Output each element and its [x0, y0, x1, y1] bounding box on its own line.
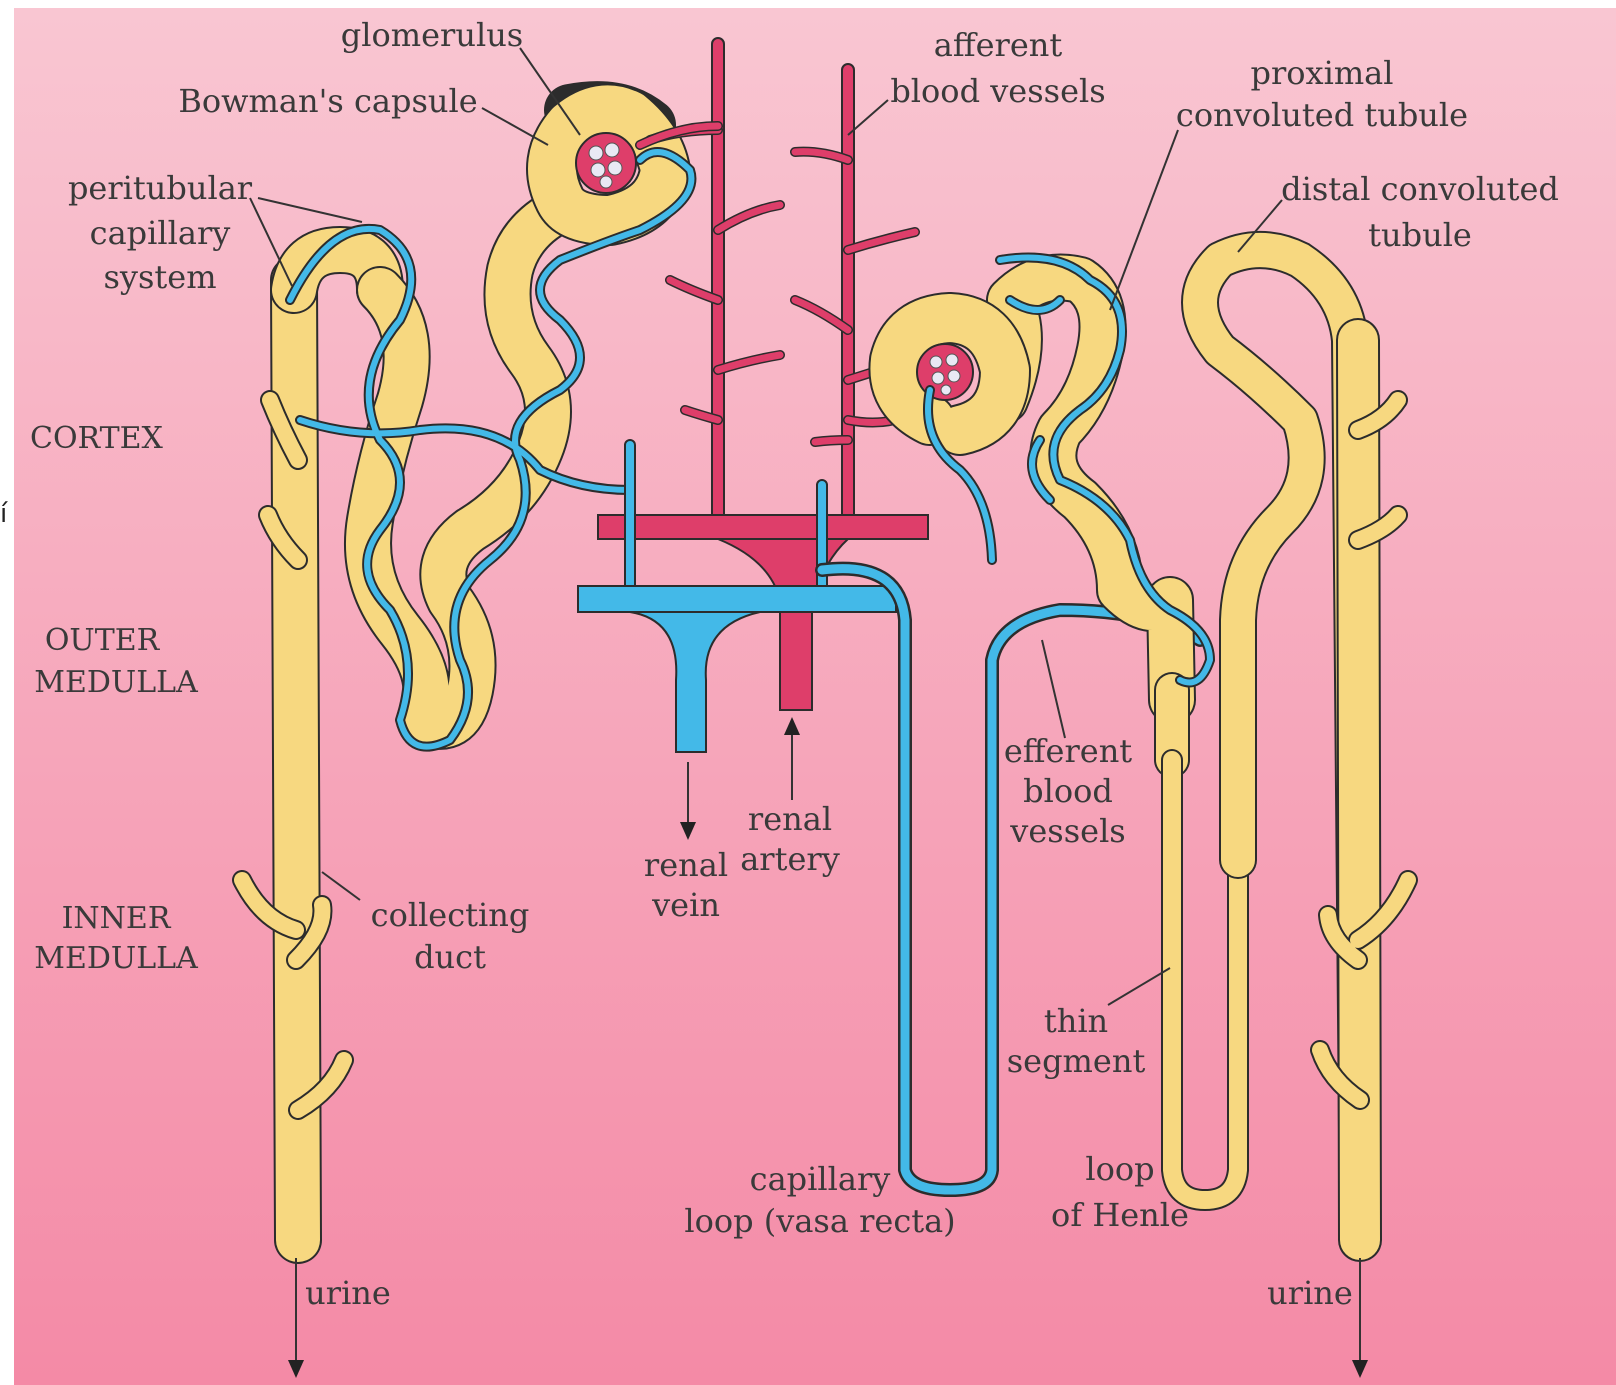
zone-inner-medulla-line2: MEDULLA: [34, 941, 198, 976]
edge-glyph: í: [0, 499, 8, 529]
zone-outer-medulla-line1: OUTER: [45, 623, 161, 658]
afferent-label-line1: afferent: [934, 26, 1063, 64]
loop-of-henle-label-line1: loop: [1085, 1150, 1154, 1188]
capillary-loop-label-line2: loop (vasa recta): [684, 1202, 955, 1240]
efferent-label-line2: blood: [1023, 772, 1113, 810]
bowmans-capsule-label: Bowman's capsule: [178, 82, 477, 120]
renal-artery-label-line1: renal: [748, 800, 832, 838]
distal-label-line1: distal convoluted: [1281, 170, 1559, 208]
thin-segment-label-line2: segment: [1007, 1042, 1146, 1080]
renal-vein-label-line2: vein: [651, 886, 720, 924]
loop-of-henle-label-line2: of Henle: [1051, 1196, 1189, 1234]
distal-label-line2: tubule: [1368, 216, 1472, 254]
renal-artery-label-line2: artery: [740, 840, 840, 878]
zone-cortex: CORTEX: [30, 421, 164, 456]
capillary-loop-label-line1: capillary: [750, 1160, 891, 1198]
collecting-duct-label-line2: duct: [414, 938, 486, 976]
proximal-label-line2: convoluted tubule: [1176, 96, 1468, 134]
thin-segment-label-line1: thin: [1044, 1002, 1108, 1040]
efferent-label-line3: vessels: [1009, 812, 1125, 850]
peritubular-label-line3: system: [103, 258, 216, 296]
urine-right-label: urine: [1267, 1274, 1353, 1312]
urine-left-label: urine: [305, 1274, 391, 1312]
left-bowmans-capsule: [552, 107, 665, 220]
peritubular-label-line1: peritubular: [68, 169, 253, 207]
zone-outer-medulla-line2: MEDULLA: [34, 665, 198, 700]
efferent-label-line1: efferent: [1004, 732, 1132, 770]
collecting-duct-label-line1: collecting: [371, 896, 530, 934]
zone-inner-medulla-line1: INNER: [62, 901, 172, 936]
renal-vein-label-line1: renal: [644, 846, 728, 884]
afferent-label-line2: blood vessels: [890, 72, 1105, 110]
peritubular-label-line2: capillary: [90, 214, 231, 252]
right-bowmans-capsule: [894, 318, 1005, 430]
proximal-label-line1: proximal: [1251, 54, 1394, 92]
glomerulus-label: glomerulus: [341, 16, 523, 54]
